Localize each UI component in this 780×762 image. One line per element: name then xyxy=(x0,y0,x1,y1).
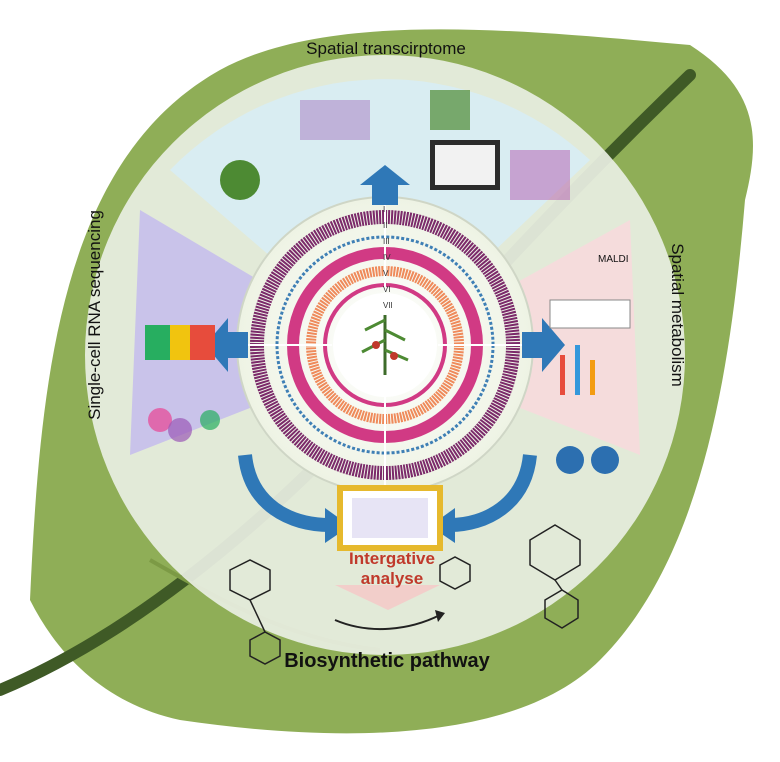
arrow-curve-left xyxy=(238,454,331,532)
ring-label: I xyxy=(383,205,385,214)
molecule-left xyxy=(229,559,281,665)
arrow-curve-right xyxy=(449,454,537,532)
pathway-arrow-head xyxy=(435,610,445,622)
top-panel-graphics xyxy=(220,90,570,200)
ring-label: IV xyxy=(383,253,391,262)
left-panel-graphics xyxy=(145,325,220,442)
ring-label: VII xyxy=(383,301,393,310)
bottom-label: Biosynthetic pathway xyxy=(284,650,490,672)
ring-label: V xyxy=(383,269,389,278)
plant-icon xyxy=(361,315,409,375)
ring-label: VI xyxy=(383,285,391,294)
molecule-right xyxy=(439,524,581,629)
top-label: Spatial transcirptome xyxy=(306,39,466,58)
arrow-left xyxy=(205,318,248,372)
integration-frame-inner xyxy=(352,498,428,538)
right-panel-graphics xyxy=(549,299,631,474)
ring-label: II xyxy=(383,221,387,230)
down-funnel xyxy=(335,585,440,610)
pathway-arrow xyxy=(334,614,441,630)
center-label-2: analyse xyxy=(361,569,423,588)
circos-dividers xyxy=(235,195,535,495)
ring-label: III xyxy=(383,237,390,246)
arrow-right xyxy=(522,318,565,372)
maldi-label: MALDI xyxy=(598,254,629,265)
right-label: Spatial metabolism xyxy=(668,243,687,387)
arrow-up xyxy=(360,165,410,205)
center-label-1: Intergative xyxy=(349,549,435,568)
left-label: Single-cell RNA sequencing xyxy=(85,210,104,420)
